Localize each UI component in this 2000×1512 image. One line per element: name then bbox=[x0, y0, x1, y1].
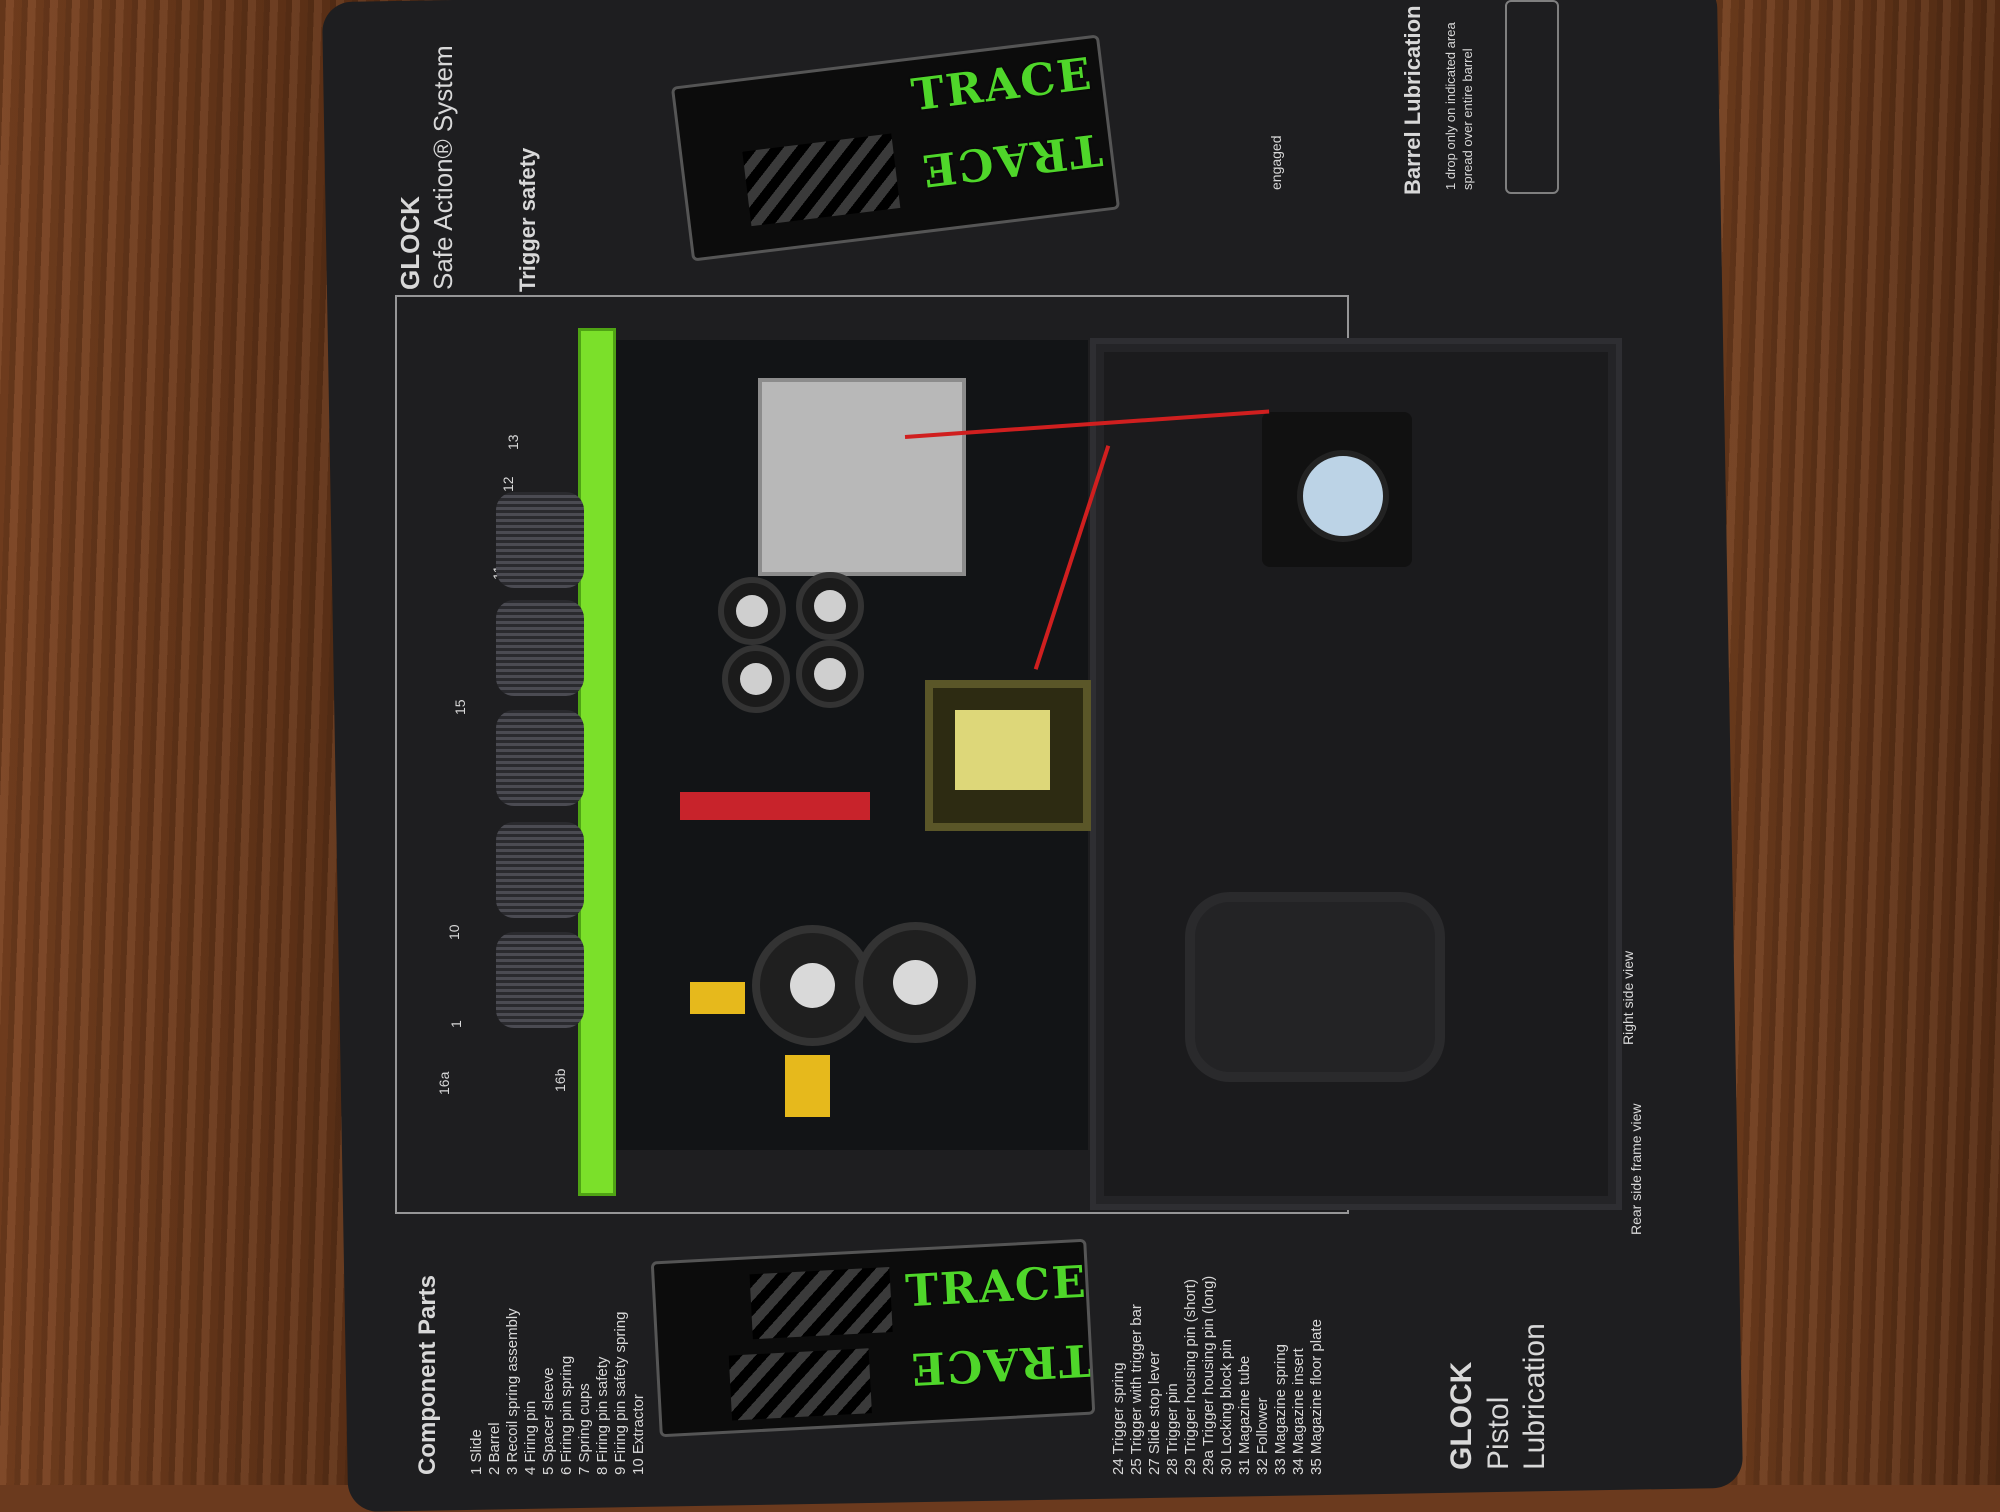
parts-list-item: 3 Recoil spring assembly bbox=[504, 1308, 521, 1475]
yellow-capacitor bbox=[690, 982, 745, 1014]
mat-rear-view: Rear side frame view bbox=[1628, 1103, 1644, 1236]
parts-list-item: 6 Firing pin spring bbox=[558, 1355, 575, 1475]
parts-list-item: 5 Spacer sleeve bbox=[540, 1367, 557, 1475]
toroid-inductor bbox=[855, 922, 976, 1043]
mat-lubrication-note-2: spread over entire barrel bbox=[1460, 48, 1475, 190]
parts-list-item: 28 Trigger pin bbox=[1164, 1383, 1181, 1475]
parts-list-item: 32 Follower bbox=[1254, 1397, 1271, 1475]
control-knob[interactable] bbox=[496, 710, 584, 806]
capacitor bbox=[796, 572, 864, 640]
parts-list-right: 24 Trigger spring 25 Trigger with trigge… bbox=[1110, 1276, 1326, 1475]
parts-list-item: 24 Trigger spring bbox=[1110, 1362, 1127, 1475]
toroid-inductor bbox=[752, 925, 873, 1046]
capacitor bbox=[718, 577, 786, 645]
trace-logo-text-mirrored: TRACE bbox=[908, 1333, 1093, 1395]
mat-brand-bottom: GLOCK bbox=[1445, 1361, 1478, 1470]
mat-system-title: Safe Action® System bbox=[428, 45, 458, 290]
trace-logo-text-mirrored: TRACE bbox=[917, 123, 1105, 196]
mat-pistol: Pistol bbox=[1482, 1396, 1515, 1470]
parts-list-left: 1 Slide 2 Barrel 3 Recoil spring assembl… bbox=[468, 1308, 648, 1475]
parts-list-item: 35 Magazine floor plate bbox=[1308, 1319, 1325, 1475]
trace-badge-bottom: TRACE TRACE bbox=[650, 1238, 1096, 1438]
parts-list-item: 2 Barrel bbox=[486, 1422, 503, 1475]
mat-lubrication: Lubrication bbox=[1518, 1323, 1551, 1470]
heatsink bbox=[758, 378, 966, 576]
mat-trigger-safety: Trigger safety bbox=[515, 147, 540, 292]
fan-hub bbox=[1297, 450, 1389, 542]
yellow-capacitor bbox=[785, 1055, 830, 1117]
parts-list-item: 29a Trigger housing pin (long) bbox=[1200, 1275, 1217, 1475]
parts-list-item: 9 Firing pin safety spring bbox=[612, 1311, 629, 1475]
capacitor bbox=[796, 640, 864, 708]
parts-list-item: 30 Locking block pin bbox=[1218, 1339, 1235, 1475]
parts-list-item: 7 Spring cups bbox=[576, 1383, 593, 1475]
parts-list-item: 29 Trigger housing pin (short) bbox=[1182, 1279, 1199, 1475]
parts-list-item: 10 Extractor bbox=[630, 1394, 647, 1475]
mat-lubrication-note-1: 1 drop only on indicated area bbox=[1443, 22, 1458, 190]
chassis-vent-recess bbox=[1185, 892, 1445, 1082]
mat-diagram-barrel-outline bbox=[1505, 0, 1559, 194]
front-panel-green-strip bbox=[578, 328, 616, 1196]
parts-list-item: 25 Trigger with trigger bar bbox=[1128, 1304, 1145, 1475]
transformer bbox=[925, 680, 1091, 831]
mat-brand-top: GLOCK bbox=[395, 196, 425, 290]
parts-list-item: 33 Magazine spring bbox=[1272, 1344, 1289, 1475]
mat-right-view: Right side view bbox=[1620, 950, 1636, 1045]
mat-engaged-label: engaged bbox=[1268, 135, 1284, 190]
control-knob[interactable] bbox=[496, 932, 584, 1028]
parts-list-item: 31 Magazine tube bbox=[1236, 1355, 1253, 1475]
parts-list-item: 1 Slide bbox=[468, 1429, 485, 1475]
parts-list-item: 34 Magazine insert bbox=[1290, 1348, 1307, 1475]
mat-component-parts: Component Parts bbox=[414, 1274, 441, 1475]
parts-list-item: 27 Slide stop lever bbox=[1146, 1351, 1163, 1475]
parts-list-item: 4 Firing pin bbox=[522, 1400, 539, 1475]
control-knob[interactable] bbox=[496, 600, 584, 696]
mat-barrel-lubrication: Barrel Lubrication bbox=[1400, 5, 1425, 195]
parts-list-item: 8 Firing pin safety bbox=[594, 1356, 611, 1475]
cooling-fan-icon bbox=[1262, 412, 1412, 567]
capacitor bbox=[722, 645, 790, 713]
control-knob[interactable] bbox=[496, 492, 584, 588]
red-daughterboard bbox=[680, 792, 870, 820]
trace-logo-text: TRACE bbox=[904, 1256, 1089, 1318]
control-knob[interactable] bbox=[496, 822, 584, 918]
trace-logo-text: TRACE bbox=[908, 48, 1096, 122]
